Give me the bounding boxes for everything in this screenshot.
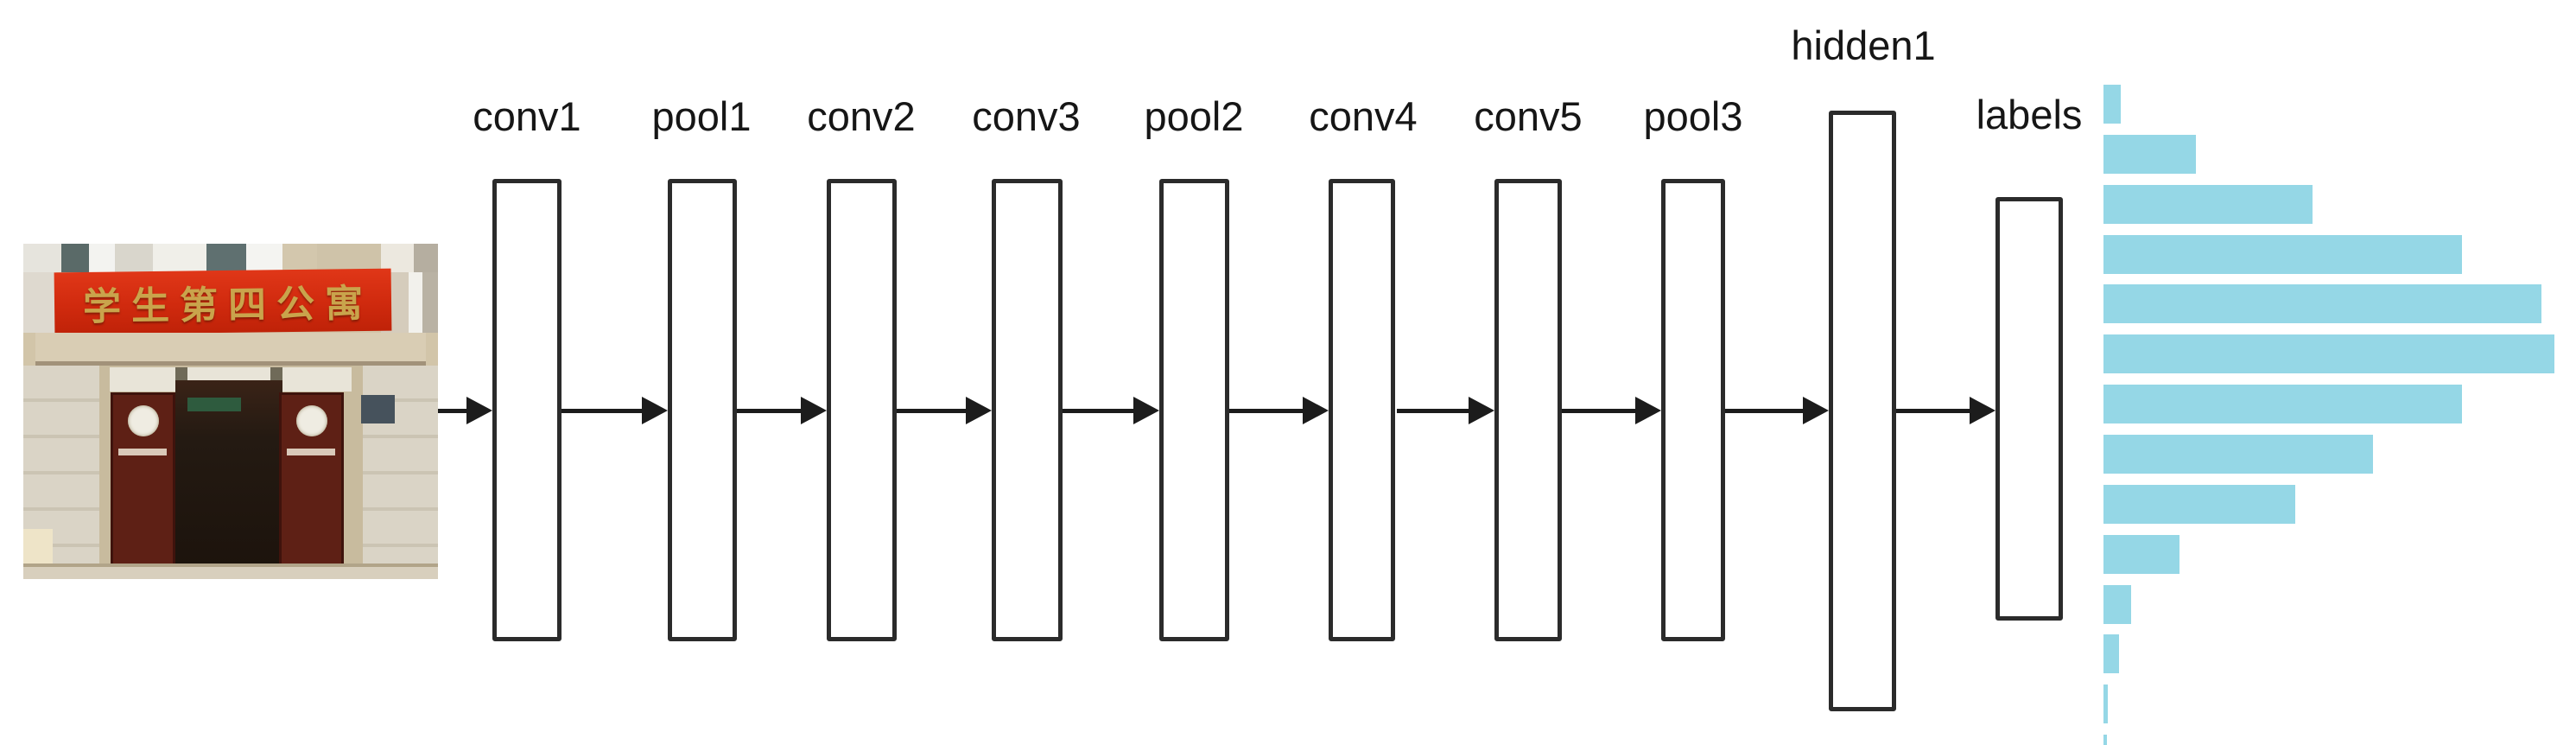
flow-arrow-pool1-conv2 <box>737 397 827 425</box>
photo-wall-plaque <box>361 395 395 423</box>
photo-banner-text: 学生第四公寓 <box>82 282 374 328</box>
arrow-head-icon <box>801 397 827 424</box>
arrow-shaft <box>1896 409 1973 413</box>
flow-arrow-conv5-pool3 <box>1562 397 1661 425</box>
input-photo: 学生第四公寓 <box>23 244 438 579</box>
photo-red-banner: 学生第四公寓 <box>54 268 392 335</box>
flow-arrow-conv2-conv3 <box>897 397 992 425</box>
arrow-head-icon <box>1303 397 1329 424</box>
probability-bar <box>2103 634 2119 674</box>
layer-box-conv2 <box>827 179 897 641</box>
arrow-shaft <box>1063 409 1137 413</box>
arrow-head-icon <box>1635 397 1661 424</box>
layer-label-conv2: conv2 <box>807 93 916 139</box>
probability-bar <box>2103 735 2107 745</box>
layer-label-hidden1: hidden1 <box>1791 22 1936 68</box>
photo-door-right-circle-sign <box>296 405 327 436</box>
layer-label-conv1: conv1 <box>473 93 581 139</box>
arrow-shaft <box>1725 409 1806 413</box>
layer-box-conv1 <box>492 179 562 641</box>
flow-arrow-photo-conv1 <box>438 397 492 425</box>
flow-arrow-pool2-conv4 <box>1229 397 1329 425</box>
flow-arrow-pool3-hidden1 <box>1725 397 1829 425</box>
arrow-head-icon <box>1133 397 1159 424</box>
photo-upper-windows <box>23 244 438 272</box>
probability-bar <box>2103 584 2131 624</box>
probability-bar <box>2103 385 2462 424</box>
arrow-shaft <box>897 409 969 413</box>
flow-arrow-conv3-pool2 <box>1063 397 1159 425</box>
photo-door-right <box>279 392 344 572</box>
photo-door-right-label-strip <box>287 449 335 455</box>
probability-bar <box>2103 484 2295 524</box>
layer-label-pool3: pool3 <box>1643 93 1743 139</box>
arrow-head-icon <box>642 397 668 424</box>
photo-door-left-label-strip <box>118 449 167 455</box>
probability-bar <box>2103 284 2541 324</box>
photo-lintel <box>35 333 426 366</box>
layer-label-pool2: pool2 <box>1144 93 1244 139</box>
layer-box-pool1 <box>668 179 737 641</box>
layer-box-labels <box>1995 197 2063 621</box>
arrow-shaft <box>737 409 804 413</box>
layer-label-conv5: conv5 <box>1474 93 1583 139</box>
arrow-shaft <box>438 409 470 413</box>
probability-bar <box>2103 134 2196 174</box>
photo-door-left-circle-sign <box>128 405 159 436</box>
arrow-shaft <box>1229 409 1306 413</box>
photo-green-sign <box>187 398 241 411</box>
probability-bar <box>2103 685 2108 724</box>
photo-doorway-opening <box>175 380 282 572</box>
photo-door-left <box>111 392 175 572</box>
layer-label-conv3: conv3 <box>972 93 1081 139</box>
layer-label-conv4: conv4 <box>1309 93 1418 139</box>
arrow-head-icon <box>1970 397 1995 424</box>
layer-label-labels: labels <box>1976 92 2083 137</box>
probability-bar <box>2103 534 2179 574</box>
flow-arrow-hidden1-labels <box>1896 397 1995 425</box>
arrow-head-icon <box>1803 397 1829 424</box>
layer-box-conv5 <box>1494 179 1562 641</box>
photo-upper-wall-left <box>23 272 56 333</box>
arrow-head-icon <box>966 397 992 424</box>
layer-box-pool3 <box>1661 179 1725 641</box>
layer-box-pool2 <box>1159 179 1229 641</box>
arrow-shaft <box>1397 409 1472 413</box>
layer-box-hidden1 <box>1829 111 1896 711</box>
probability-bar <box>2103 334 2554 374</box>
probability-bar <box>2103 184 2313 224</box>
probability-bar <box>2103 234 2462 274</box>
arrow-shaft <box>562 409 645 413</box>
probability-bar <box>2103 434 2373 474</box>
photo-ground-step <box>23 564 438 579</box>
probability-bar <box>2103 85 2121 124</box>
arrow-head-icon <box>1469 397 1494 424</box>
arrow-shaft <box>1562 409 1639 413</box>
probability-bars <box>2103 0 2576 745</box>
layer-label-pool1: pool1 <box>651 93 752 139</box>
flow-arrow-conv4-conv5 <box>1397 397 1494 425</box>
flow-arrow-conv1-pool1 <box>562 397 668 425</box>
arrow-head-icon <box>466 397 492 424</box>
layer-box-conv3 <box>992 179 1063 641</box>
layer-box-conv4 <box>1329 179 1395 641</box>
